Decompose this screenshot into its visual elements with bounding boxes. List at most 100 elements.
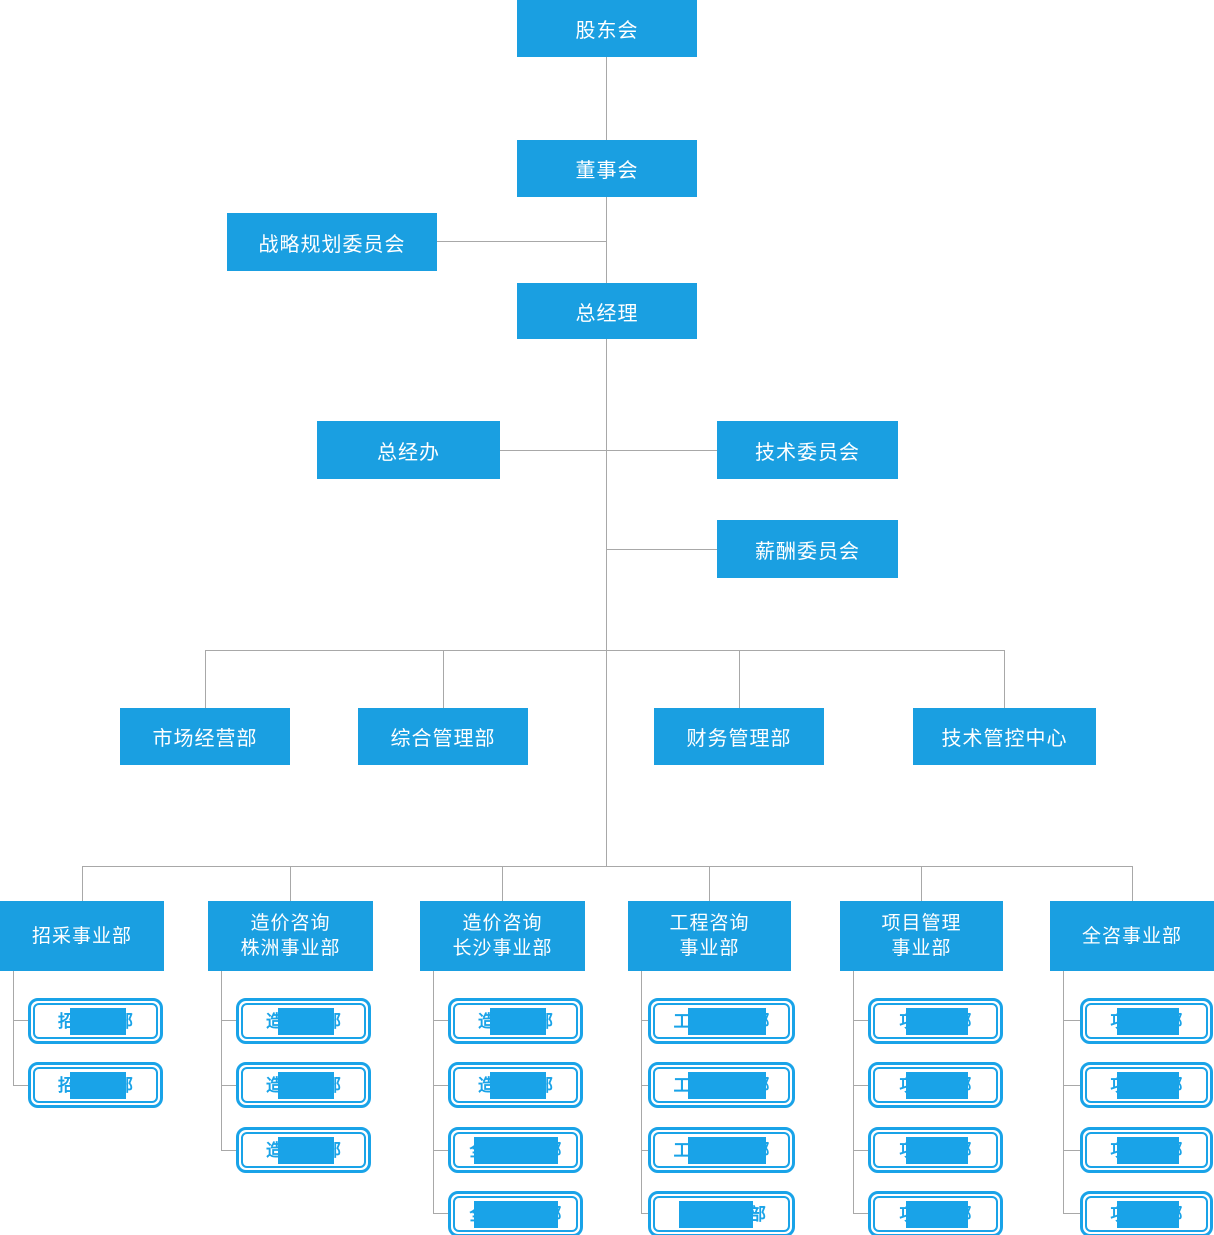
node-label: 薪酬委员会 bbox=[755, 540, 860, 563]
sub-dept-text-fragment: 部 bbox=[749, 1204, 766, 1224]
sub-dept-text-fragment: 工 bbox=[673, 1011, 691, 1031]
redaction-bar bbox=[490, 1071, 546, 1099]
connector-line bbox=[1132, 866, 1133, 901]
redaction-bar bbox=[1116, 1136, 1179, 1164]
node-label: 总经办 bbox=[377, 441, 440, 464]
connector-line bbox=[1063, 1213, 1080, 1214]
org-node-division-quanzi: 全咨事业部 bbox=[1050, 901, 1214, 971]
connector-line bbox=[853, 1085, 868, 1086]
org-node-tech-committee: 技术委员会 bbox=[717, 421, 898, 479]
redaction-bar bbox=[905, 1071, 968, 1099]
org-node-division-changsha: 造价咨询长沙事业部 bbox=[420, 901, 585, 971]
redaction-bar bbox=[687, 1007, 766, 1035]
org-node-general-manager: 总经理 bbox=[517, 283, 697, 339]
connector-line bbox=[606, 549, 717, 550]
sub-dept-box: 项部 bbox=[1080, 1127, 1213, 1173]
connector-line bbox=[13, 1020, 28, 1021]
sub-dept-box: 项部 bbox=[868, 1127, 1003, 1173]
node-label: 战略规划委员会 bbox=[258, 233, 406, 256]
redaction-bar bbox=[278, 1136, 334, 1164]
redaction-bar bbox=[473, 1136, 558, 1164]
node-label: 造价咨询 bbox=[462, 913, 543, 934]
org-node-board: 董事会 bbox=[517, 140, 697, 197]
connector-line bbox=[606, 339, 607, 866]
connector-line bbox=[1063, 1085, 1080, 1086]
sub-dept-box: 项部 bbox=[868, 1191, 1003, 1235]
connector-line bbox=[709, 866, 710, 901]
sub-dept-box: 项部 bbox=[868, 1062, 1003, 1108]
org-node-strategy-committee: 战略规划委员会 bbox=[227, 213, 437, 271]
node-label: 总经理 bbox=[575, 302, 639, 325]
connector-line bbox=[641, 1085, 648, 1086]
connector-line bbox=[437, 241, 606, 242]
connector-line bbox=[1063, 1150, 1080, 1151]
sub-dept-box: 项部 bbox=[1080, 998, 1213, 1044]
node-label: 技术管控中心 bbox=[941, 728, 1068, 750]
connector-line bbox=[433, 1020, 448, 1021]
node-label: 株洲事业部 bbox=[240, 938, 341, 959]
connector-line bbox=[13, 1085, 28, 1086]
connector-line bbox=[13, 971, 14, 1085]
connector-line bbox=[433, 1213, 448, 1214]
redaction-bar bbox=[905, 1136, 968, 1164]
sub-dept-box: 全部 bbox=[448, 1127, 583, 1173]
connector-line bbox=[500, 450, 717, 451]
connector-line bbox=[443, 650, 444, 708]
node-label: 事业部 bbox=[891, 938, 952, 959]
org-node-division-zhaocai: 招采事业部 bbox=[0, 901, 164, 971]
connector-line bbox=[433, 1085, 448, 1086]
org-node-general-admin-dept: 综合管理部 bbox=[358, 708, 528, 765]
connector-line bbox=[1063, 1020, 1080, 1021]
sub-dept-box: 项部 bbox=[1080, 1062, 1213, 1108]
connector-line bbox=[641, 1150, 648, 1151]
connector-line bbox=[853, 1150, 868, 1151]
node-label: 财务管理部 bbox=[686, 728, 792, 750]
sub-dept-box: 项部 bbox=[868, 998, 1003, 1044]
connector-line bbox=[205, 650, 1005, 651]
sub-dept-box: 招部 bbox=[28, 1062, 163, 1108]
connector-line bbox=[853, 1020, 868, 1021]
connector-line bbox=[921, 866, 922, 901]
org-node-gm-office: 总经办 bbox=[317, 421, 500, 479]
sub-dept-box: 造部 bbox=[236, 998, 371, 1044]
node-label: 技术委员会 bbox=[755, 441, 860, 464]
node-label: 全咨事业部 bbox=[1081, 925, 1182, 947]
sub-dept-box: 造部 bbox=[448, 998, 583, 1044]
redaction-bar bbox=[687, 1071, 766, 1099]
node-label: 市场经营部 bbox=[152, 728, 258, 750]
sub-dept-box: 招部 bbox=[28, 998, 163, 1044]
connector-line bbox=[290, 866, 291, 901]
sub-dept-text-fragment: 工 bbox=[673, 1075, 691, 1095]
org-node-marketing-dept: 市场经营部 bbox=[120, 708, 290, 765]
node-label: 股东会 bbox=[575, 20, 639, 42]
sub-dept-box: 工部 bbox=[648, 998, 795, 1044]
connector-line bbox=[1004, 650, 1005, 708]
redaction-bar bbox=[1116, 1071, 1179, 1099]
node-label: 造价咨询 bbox=[250, 913, 331, 934]
connector-line bbox=[853, 971, 854, 1213]
org-node-division-xiangmu: 项目管理事业部 bbox=[840, 901, 1003, 971]
redaction-bar bbox=[687, 1136, 766, 1164]
redaction-bar bbox=[70, 1071, 126, 1099]
redaction-bar bbox=[679, 1200, 753, 1228]
redaction-bar bbox=[278, 1007, 334, 1035]
sub-dept-box: 造部 bbox=[236, 1127, 371, 1173]
org-node-salary-committee: 薪酬委员会 bbox=[717, 520, 898, 578]
connector-line bbox=[641, 971, 642, 1213]
connector-line bbox=[221, 1085, 236, 1086]
node-label: 招采事业部 bbox=[31, 925, 132, 947]
node-label: 项目管理 bbox=[881, 913, 962, 934]
connector-line bbox=[221, 971, 222, 1150]
sub-dept-text-fragment: 工 bbox=[673, 1140, 691, 1160]
connector-line bbox=[433, 971, 434, 1213]
org-node-tech-control-center: 技术管控中心 bbox=[913, 708, 1096, 765]
sub-dept-box: 造部 bbox=[448, 1062, 583, 1108]
node-label: 事业部 bbox=[679, 938, 740, 959]
connector-line bbox=[221, 1150, 236, 1151]
redaction-bar bbox=[1116, 1200, 1179, 1228]
sub-dept-box: 部 bbox=[648, 1191, 795, 1235]
connector-line bbox=[82, 866, 1132, 867]
node-label: 综合管理部 bbox=[390, 728, 496, 750]
connector-line bbox=[853, 1213, 868, 1214]
